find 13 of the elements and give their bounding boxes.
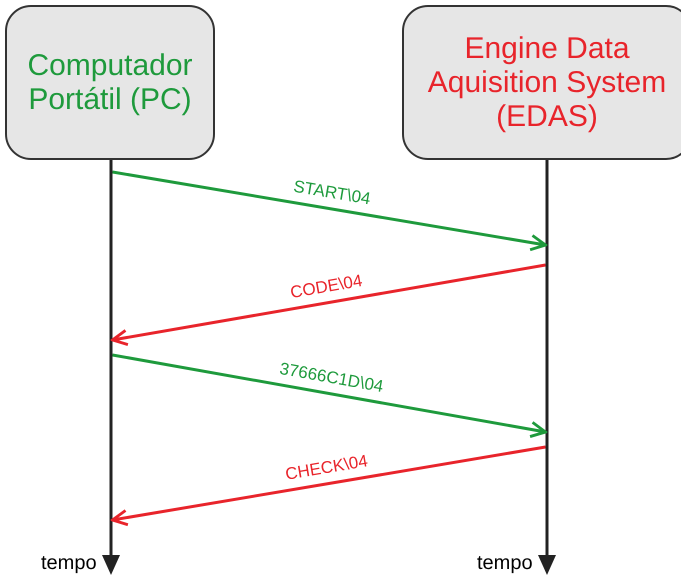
message-arrow [112, 170, 547, 252]
message-label: CHECK\04 [284, 450, 370, 484]
participant-box: Computador Portátil (PC) [5, 5, 215, 160]
message-arrow [111, 446, 546, 526]
lifeline-arrow [102, 160, 120, 575]
axis-label: tempo [477, 552, 533, 575]
message-label: START\04 [292, 176, 372, 210]
participant-box: Engine Data Aquisition System (EDAS) [402, 5, 681, 160]
message-label: CODE\04 [288, 270, 364, 303]
lifeline-arrow [538, 160, 556, 575]
message-arrow [112, 354, 547, 438]
axis-label: tempo [41, 552, 97, 575]
message-arrow [111, 264, 546, 346]
